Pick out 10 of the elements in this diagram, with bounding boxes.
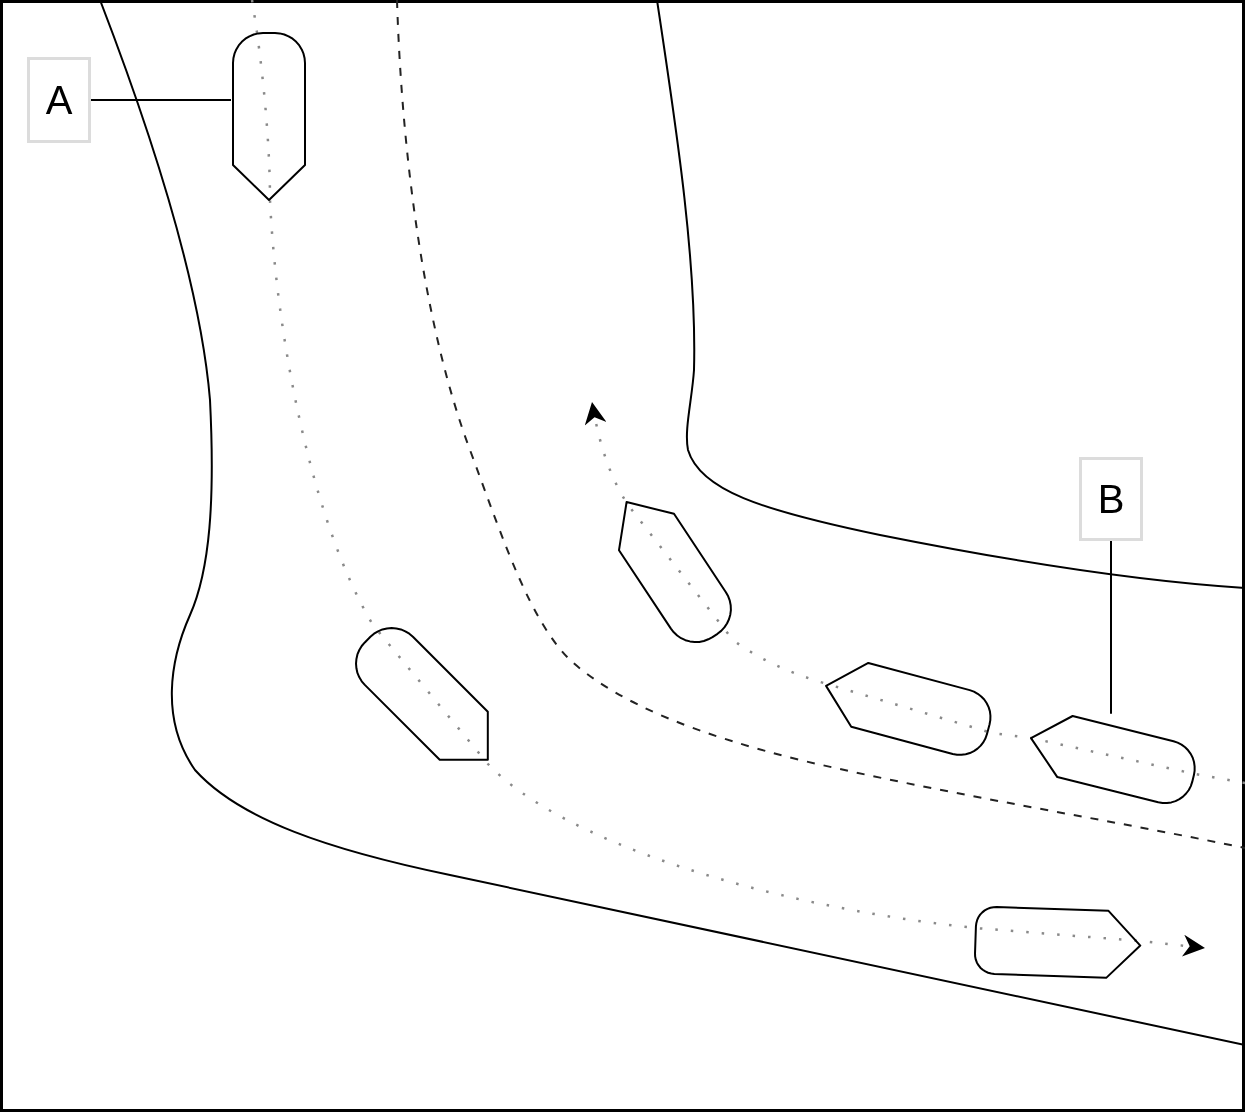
boat-shape (231, 30, 307, 202)
leader-line (1110, 540, 1112, 715)
boat-shape (823, 661, 993, 758)
boat-shape (1028, 713, 1197, 805)
callout-label: B (1079, 457, 1143, 541)
leader-line (90, 99, 232, 101)
callout-label: A (27, 57, 91, 143)
boat-shape (973, 905, 1143, 981)
boat-shape (617, 500, 734, 645)
boat-shape (354, 626, 491, 763)
